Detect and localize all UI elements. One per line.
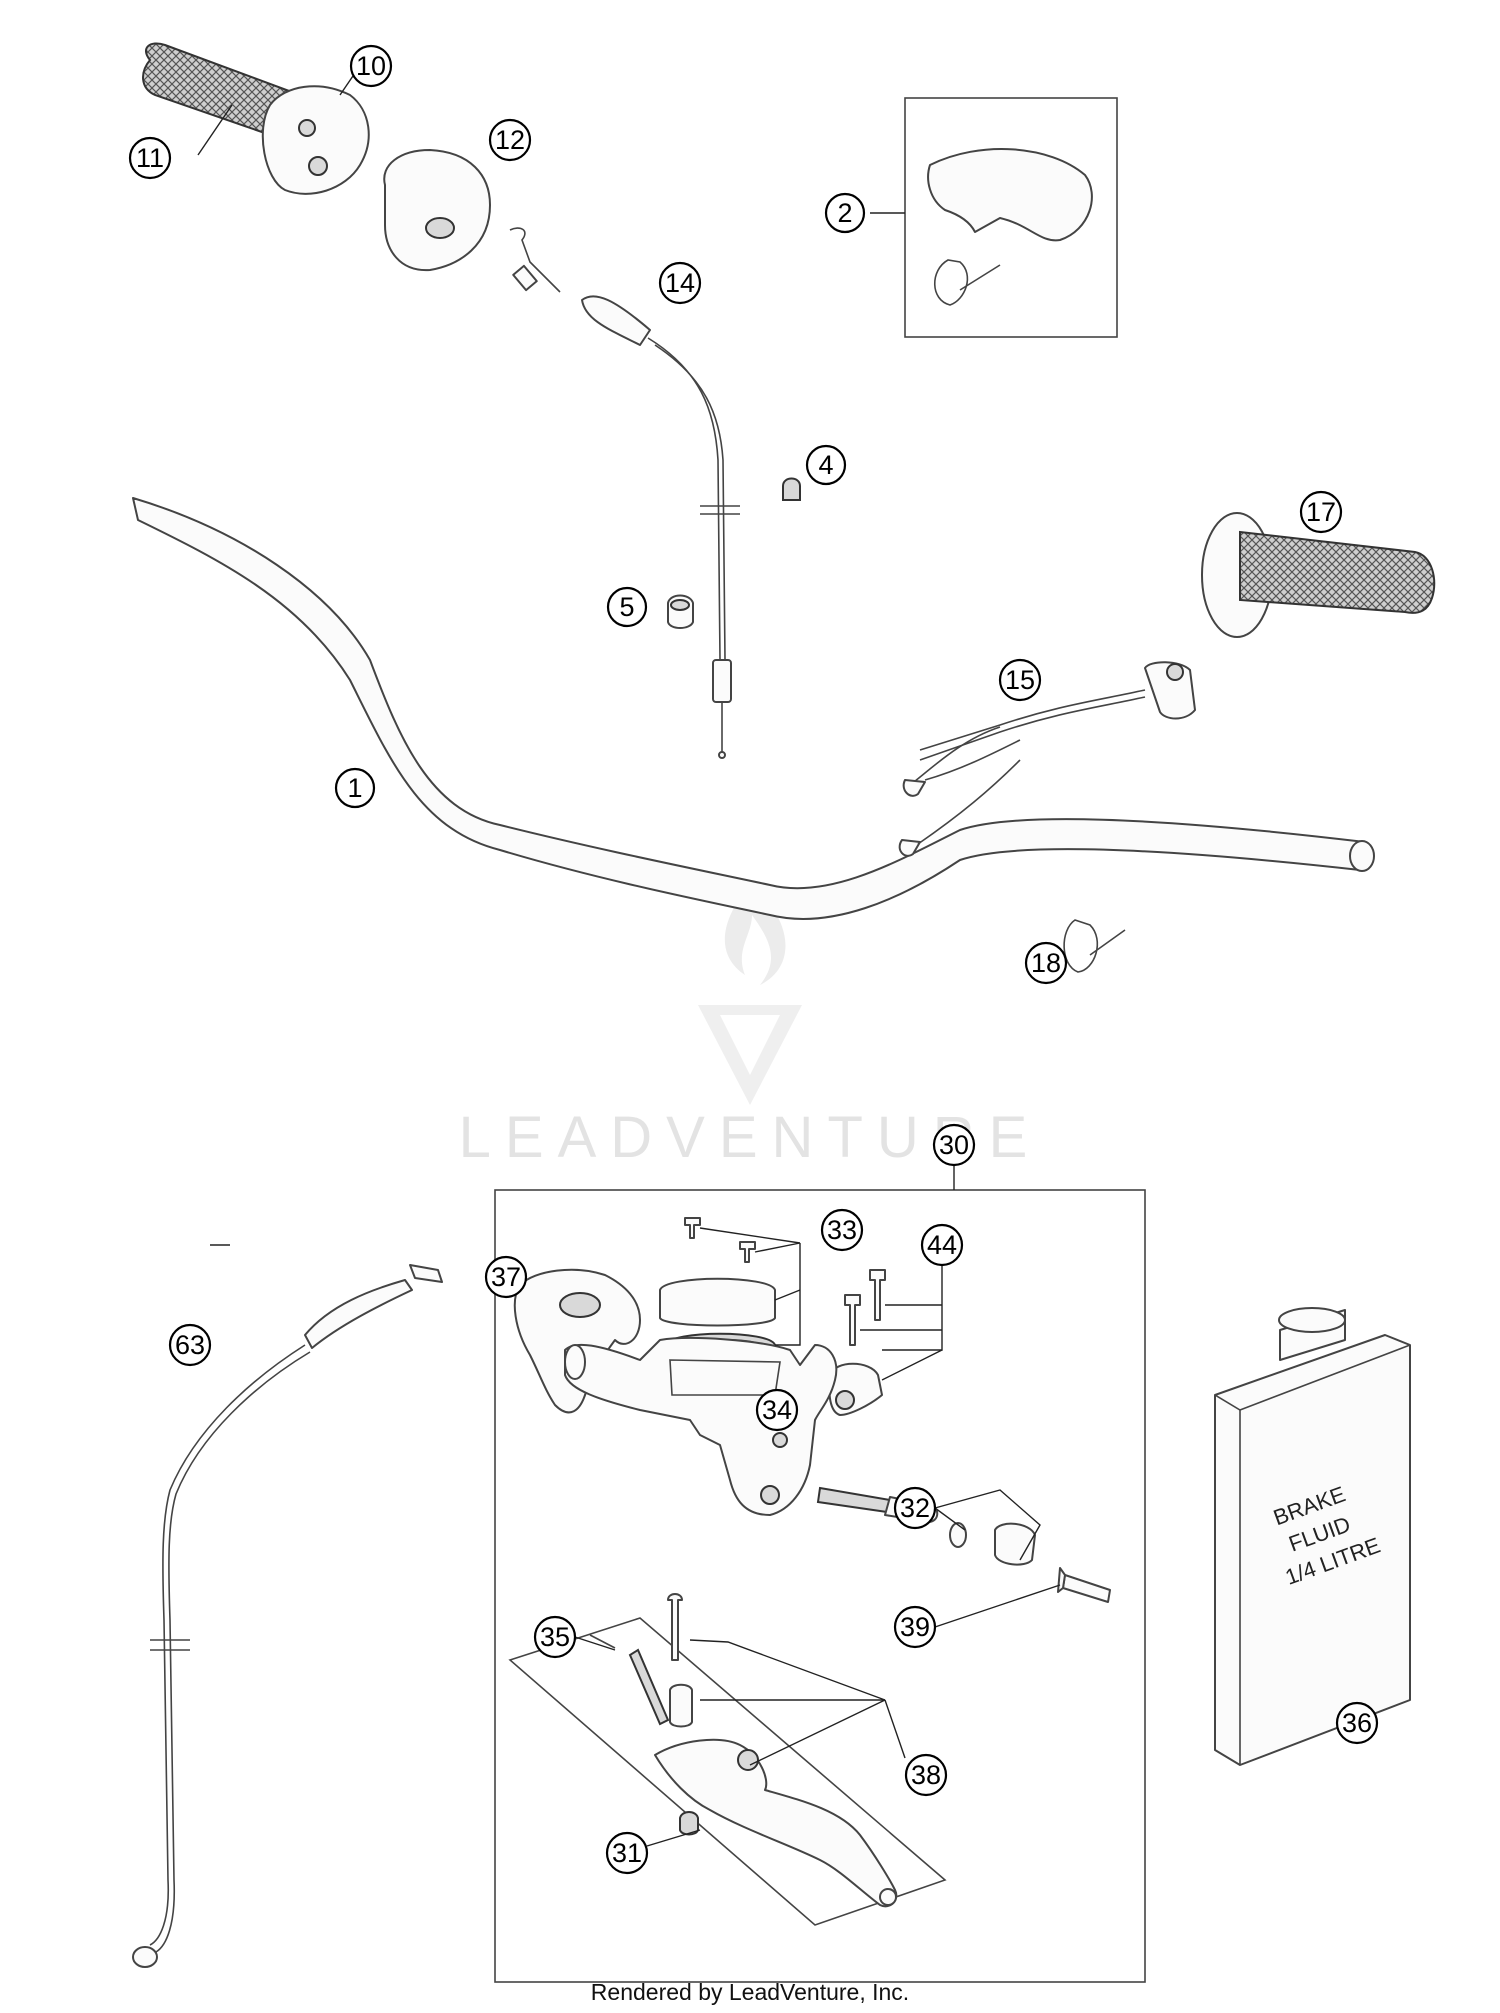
- callout-35-label: 35: [540, 1622, 570, 1652]
- callout-10-label: 10: [356, 51, 386, 81]
- callout-11-label: 11: [136, 143, 164, 173]
- callout-14-label: 14: [665, 268, 695, 298]
- hand-guard-box: [904, 97, 1118, 338]
- handlebar-clamp: [828, 1269, 886, 1416]
- footer-credit: Rendered by LeadVenture, Inc.: [591, 1979, 909, 2005]
- callout-15-label: 15: [1005, 665, 1035, 695]
- callout-34-label: 34: [762, 1395, 792, 1425]
- callout-38-label: 38: [911, 1760, 941, 1790]
- callout-31-label: 31: [612, 1838, 642, 1868]
- callout-30: 30: [932, 1123, 976, 1167]
- callout-17: 17: [1299, 490, 1343, 534]
- kill-switch: [898, 661, 1196, 857]
- callout-11: 11: [128, 136, 172, 180]
- callout-5: 5: [606, 586, 648, 628]
- callout-4-label: 4: [818, 450, 833, 480]
- callout-37-label: 37: [491, 1262, 521, 1292]
- callout-63: 63: [168, 1323, 212, 1367]
- callout-32: 32: [893, 1486, 937, 1530]
- cable-tie: [1063, 919, 1126, 973]
- brake-line: [132, 1264, 443, 1968]
- brake-lever: [589, 1593, 898, 1908]
- callout-4: 4: [805, 444, 847, 486]
- callout-2: 2: [824, 192, 866, 234]
- callout-33: 33: [820, 1208, 864, 1252]
- callout-37: 37: [484, 1255, 528, 1299]
- callout-34: 34: [755, 1388, 799, 1432]
- callout-63-label: 63: [175, 1330, 205, 1360]
- cable-nipple: [667, 594, 694, 629]
- callout-44: 44: [920, 1223, 964, 1267]
- callout-35: 35: [533, 1615, 577, 1659]
- callout-30-label: 30: [939, 1130, 969, 1160]
- callout-31: 31: [605, 1831, 649, 1875]
- throttle-housing: [261, 85, 370, 195]
- piston-kit: [816, 1486, 1111, 1603]
- callout-12: 12: [488, 118, 532, 162]
- callout-2-label: 2: [837, 198, 852, 228]
- callout-33-label: 33: [827, 1215, 857, 1245]
- left-grip: [1201, 512, 1436, 638]
- callout-12-label: 12: [495, 125, 525, 155]
- lever-box: [508, 1617, 947, 1926]
- callout-14: 14: [658, 261, 702, 305]
- throttle-cable-cover: [383, 149, 491, 272]
- callout-36: 36: [1335, 1701, 1379, 1745]
- handlebar: [132, 497, 1375, 920]
- callout-39-label: 39: [900, 1612, 930, 1642]
- callout-1: 1: [334, 767, 376, 809]
- callout-38: 38: [904, 1753, 948, 1797]
- callout-44-label: 44: [927, 1230, 957, 1260]
- callout-18: 18: [1024, 941, 1068, 985]
- callout-17-label: 17: [1306, 497, 1336, 527]
- leader-lines: [197, 72, 1061, 1847]
- watermark-text: LEADVENTURE: [459, 1105, 1042, 1170]
- callout-39: 39: [893, 1605, 937, 1649]
- callout-1-label: 1: [347, 773, 362, 803]
- master-cylinder-box: [494, 1189, 1146, 1983]
- callout-32-label: 32: [900, 1493, 930, 1523]
- callout-18-label: 18: [1031, 948, 1061, 978]
- callout-36-label: 36: [1342, 1708, 1372, 1738]
- master-cylinder-body: [564, 1337, 838, 1516]
- throttle-cable: [509, 227, 740, 759]
- cable-end-cap: [782, 477, 801, 501]
- callout-10: 10: [349, 44, 393, 88]
- callout-15: 15: [998, 658, 1042, 702]
- brake-fluid-can: [1214, 1307, 1411, 1766]
- callout-5-label: 5: [619, 592, 634, 622]
